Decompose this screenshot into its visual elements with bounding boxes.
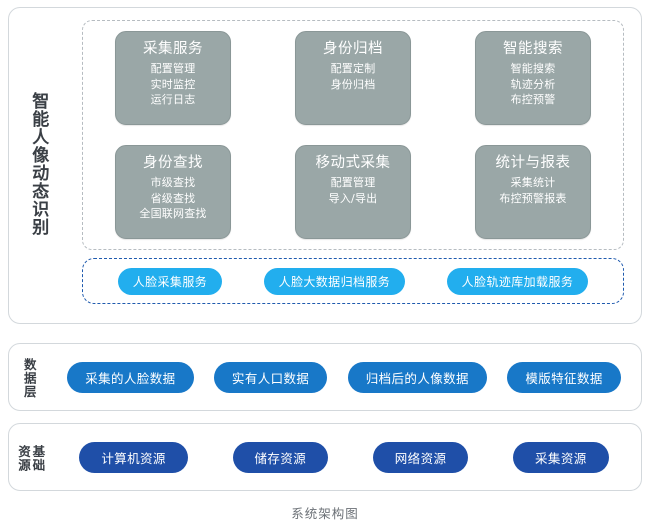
module-item: 运行日志: [150, 93, 196, 107]
module-card-collection-service[interactable]: 采集服务 配置管理 实时监控 运行日志: [115, 31, 231, 125]
module-title: 智能搜索: [503, 41, 563, 57]
module-item-list: 市级查找 省级查找 全国联网查找: [139, 175, 206, 222]
service-pill-row: 人脸采集服务 人脸大数据归档服务 人脸轨迹库加载服务: [83, 259, 623, 303]
module-item: 布控预警报表: [499, 191, 567, 205]
service-pill-face-collection[interactable]: 人脸采集服务: [117, 267, 223, 295]
module-card-identity-lookup[interactable]: 身份查找 市级查找 省级查找 全国联网查找: [115, 145, 231, 239]
module-grid: 采集服务 配置管理 实时监控 运行日志 身份归档 配置定制 身份归档 智能搜索 …: [83, 21, 623, 249]
module-title: 身份归档: [323, 41, 383, 57]
module-item: 轨迹分析: [510, 77, 556, 91]
infra-pill-collection-resource[interactable]: 采集资源: [513, 441, 609, 473]
infrastructure-layer-pill-row: 计算机资源 储存资源 网络资源 采集资源: [57, 424, 631, 490]
module-item: 身份归档: [330, 77, 376, 91]
application-layer-side-label: 智能人像动态识别: [28, 92, 49, 236]
module-item-list: 配置管理 导入/导出: [329, 175, 378, 206]
module-item: 市级查找: [150, 176, 196, 190]
module-title: 采集服务: [143, 41, 203, 57]
infra-pill-network-resource[interactable]: 网络资源: [372, 441, 469, 473]
infrastructure-layer-side-label: 基础资源: [16, 444, 46, 472]
data-pill-actual-population-data[interactable]: 实有人口数据: [213, 361, 328, 393]
module-item: 配置管理: [330, 176, 376, 190]
data-pill-collected-face-data[interactable]: 采集的人脸数据: [67, 361, 194, 393]
diagram-caption: 系统架构图: [291, 506, 359, 521]
module-item: 配置管理: [150, 62, 196, 76]
data-layer-panel: 采集的人脸数据 实有人口数据 归档后的人像数据 模版特征数据: [8, 343, 642, 411]
service-pill-face-trajectory-loader[interactable]: 人脸轨迹库加载服务: [446, 267, 589, 295]
module-card-mobile-collection[interactable]: 移动式采集 配置管理 导入/导出: [295, 145, 411, 239]
module-item: 全国联网查找: [139, 207, 207, 221]
module-card-smart-search[interactable]: 智能搜索 智能搜索 轨迹分析 布控预警: [475, 31, 591, 125]
module-item-list: 智能搜索 轨迹分析 布控预警: [511, 61, 556, 108]
infra-pill-storage-resource[interactable]: 储存资源: [232, 441, 329, 473]
module-item: 布控预警: [510, 93, 556, 107]
data-pill-template-feature-data[interactable]: 模版特征数据: [507, 361, 621, 393]
module-group-dashed-box: 采集服务 配置管理 实时监控 运行日志 身份归档 配置定制 身份归档 智能搜索 …: [82, 20, 624, 250]
infra-pill-compute-resource[interactable]: 计算机资源: [79, 441, 188, 473]
data-layer-side-label: 数据层: [21, 357, 37, 399]
service-pill-face-bigdata-archive[interactable]: 人脸大数据归档服务: [263, 267, 406, 295]
data-pill-archived-portrait-data[interactable]: 归档后的人像数据: [347, 361, 487, 393]
module-item: 导入/导出: [328, 191, 378, 205]
module-card-statistics-reports[interactable]: 统计与报表 采集统计 布控预警报表: [475, 145, 591, 239]
module-title: 统计与报表: [495, 155, 571, 171]
module-item: 实时监控: [150, 77, 196, 91]
data-layer-pill-row: 采集的人脸数据 实有人口数据 归档后的人像数据 模版特征数据: [57, 344, 631, 410]
module-item: 智能搜索: [510, 62, 556, 76]
module-item: 采集统计: [510, 176, 556, 190]
infrastructure-layer-panel: 计算机资源 储存资源 网络资源 采集资源: [8, 423, 642, 491]
service-group-dashed-box: 人脸采集服务 人脸大数据归档服务 人脸轨迹库加载服务: [82, 258, 624, 304]
module-item-list: 配置管理 实时监控 运行日志: [151, 61, 196, 108]
module-item-list: 配置定制 身份归档: [331, 61, 376, 92]
module-item: 配置定制: [330, 62, 376, 76]
module-item-list: 采集统计 布控预警报表: [499, 175, 566, 206]
module-title: 身份查找: [143, 155, 203, 171]
module-title: 移动式采集: [315, 155, 391, 171]
module-card-identity-archive[interactable]: 身份归档 配置定制 身份归档: [295, 31, 411, 125]
module-item: 省级查找: [150, 191, 196, 205]
